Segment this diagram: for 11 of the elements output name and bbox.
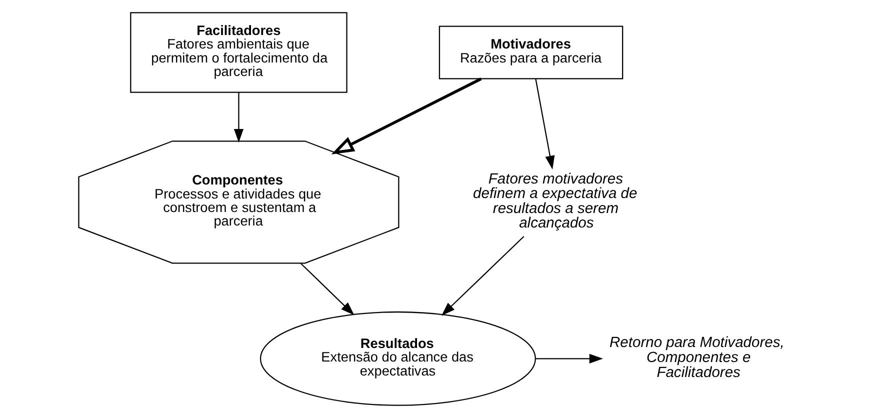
arrow: [331, 78, 482, 154]
node-ellipse: Resultados Extensão do alcance das expectativas: [260, 311, 536, 406]
arrow: [234, 92, 244, 143]
arrow: [300, 262, 354, 316]
node-box: Facilitadores Fatores ambientais que permitem o fortalecimento da parceria: [130, 12, 348, 93]
arrow: [535, 78, 555, 170]
node-text: Retorno para Motivadores, Componentes e Facilitadores: [610, 335, 784, 381]
arrow: [441, 236, 524, 316]
node-text: Fatores motivadores definem a expectativa de resultados a serem alcançados: [473, 171, 638, 232]
arrow: [536, 354, 604, 364]
node-box: Motivadores Razões para a parceria: [438, 26, 624, 80]
